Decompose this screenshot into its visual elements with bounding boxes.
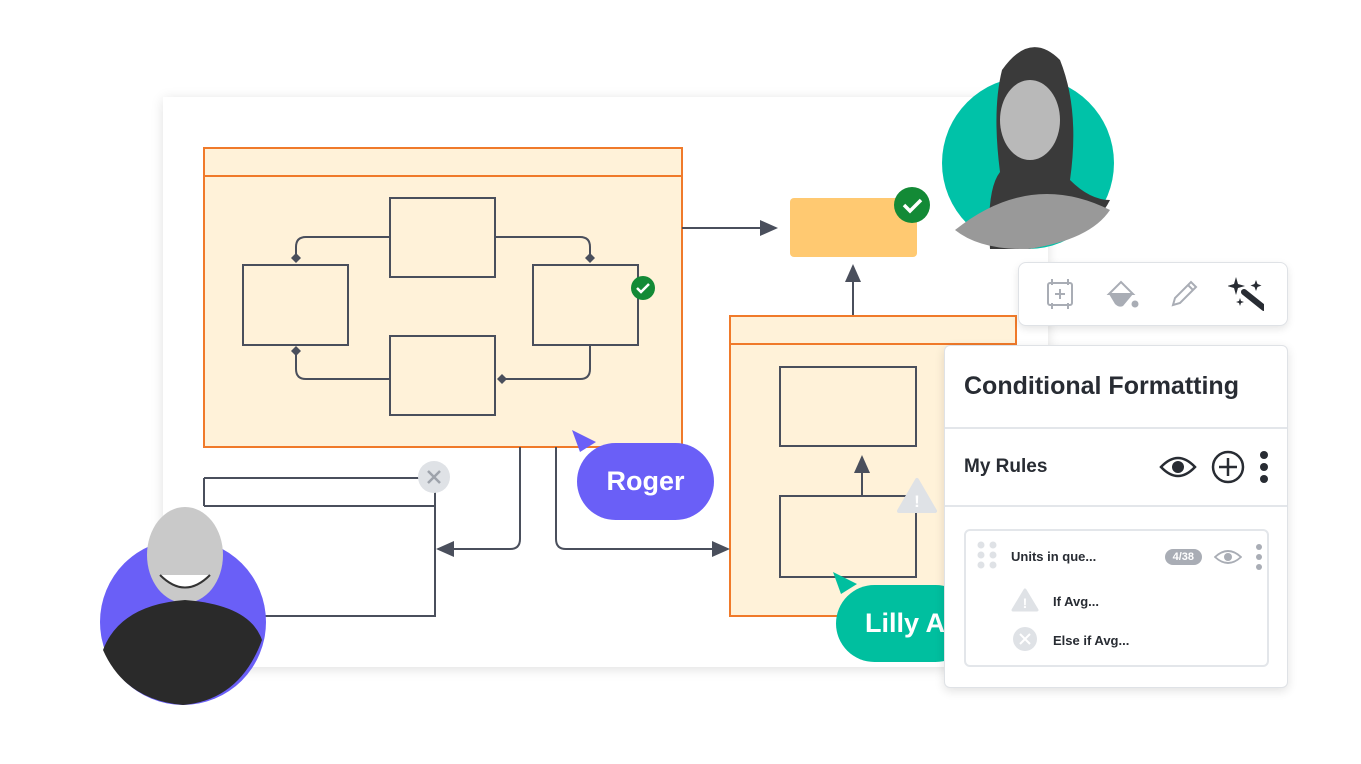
crop-icon[interactable] [1042, 276, 1078, 312]
container-3[interactable] [203, 477, 436, 617]
cursor-icon [572, 430, 596, 452]
shape-toolbar [1018, 262, 1288, 326]
warning-icon: ! [1011, 587, 1039, 616]
connector [295, 348, 390, 380]
connector [498, 345, 591, 380]
connector [555, 447, 730, 557]
rule-card[interactable]: Units in que... 4/38 ! If Avg... Else if… [964, 529, 1269, 667]
svg-text:!: ! [914, 492, 920, 511]
rule-name: Units in que... [1011, 549, 1097, 564]
eye-icon[interactable] [1159, 454, 1197, 480]
warning-icon: ! [897, 478, 937, 513]
process-box[interactable] [242, 264, 349, 346]
magic-wand-icon[interactable] [1228, 276, 1264, 312]
close-circle-icon [1012, 626, 1038, 655]
process-box[interactable] [389, 335, 496, 416]
process-box[interactable] [779, 495, 917, 578]
avatar [942, 47, 1114, 250]
condition-label: If Avg... [1053, 594, 1099, 609]
highlighted-shape[interactable] [790, 198, 917, 257]
pencil-icon[interactable] [1166, 276, 1202, 312]
avatar [100, 507, 266, 705]
section-label: My Rules [964, 456, 1048, 477]
eye-icon[interactable] [1214, 548, 1242, 566]
connector [495, 236, 591, 262]
more-options-icon[interactable] [1259, 450, 1269, 484]
collaborator-cursor-label-roger: Roger [577, 443, 714, 520]
paint-bucket-icon[interactable] [1104, 276, 1140, 312]
condition-label: Else if Avg... [1053, 633, 1130, 648]
panel-title: Conditional Formatting [945, 346, 1287, 429]
cursor-icon [833, 572, 857, 594]
container-1[interactable] [203, 147, 683, 448]
process-box[interactable] [779, 366, 917, 447]
check-icon [631, 276, 655, 300]
add-rule-icon[interactable] [1211, 450, 1245, 484]
connector [436, 447, 521, 557]
check-icon [894, 187, 930, 223]
more-options-icon[interactable] [1256, 543, 1262, 570]
rules-header: My Rules [945, 429, 1287, 507]
close-circle-icon[interactable] [418, 461, 450, 493]
match-count-badge: 4/38 [1164, 548, 1202, 565]
drag-handle-icon[interactable] [977, 541, 999, 572]
conditional-formatting-panel: Conditional Formatting My Rules Units in… [944, 345, 1288, 688]
svg-text:!: ! [1023, 595, 1028, 611]
connector [295, 236, 390, 262]
process-box[interactable] [532, 264, 639, 346]
